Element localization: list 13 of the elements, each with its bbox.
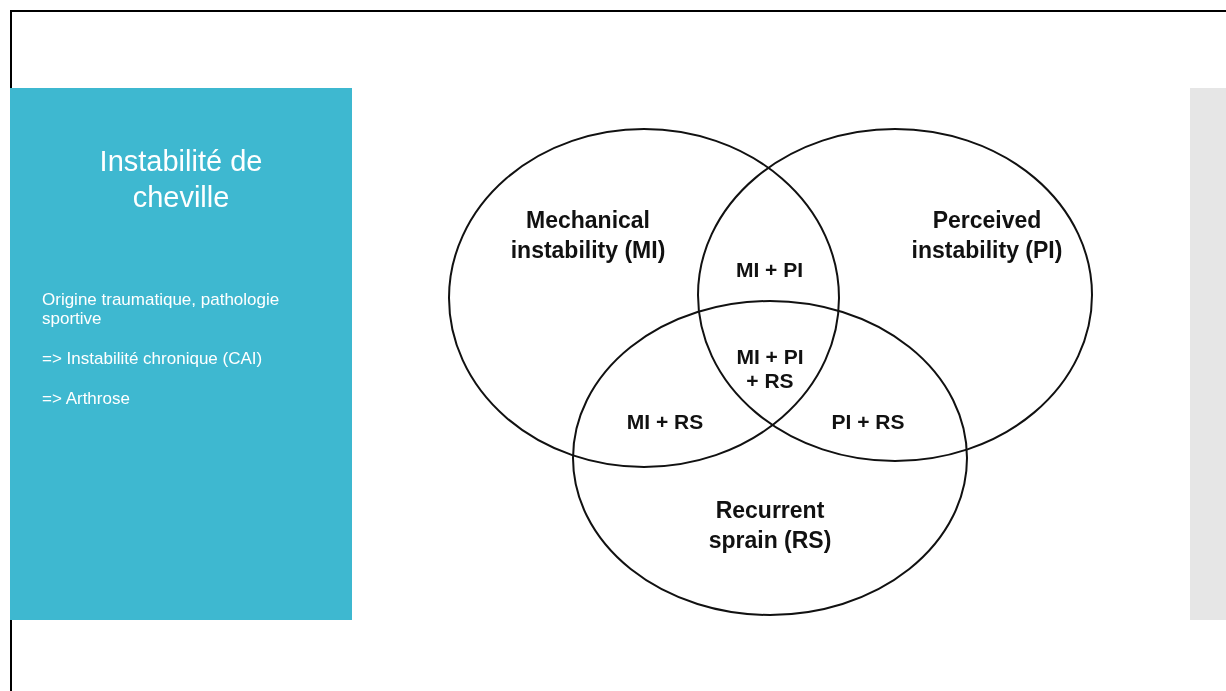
title-panel [10, 88, 352, 620]
bullet-text: => Instabilité chronique (CAI) [42, 350, 264, 369]
side-panel [1190, 88, 1226, 620]
intersection-label: MI + RS [625, 410, 705, 435]
intersection-label: MI + PI + RS [735, 345, 805, 394]
set-label: Perceived instability (PI) [910, 206, 1064, 265]
intersection-label: MI + PI [734, 258, 805, 283]
bullet-text: Origine traumatique, pathologie sportive [42, 291, 281, 329]
bullet-text: => Arthrose [42, 390, 131, 409]
set-label: Recurrent sprain (RS) [707, 496, 833, 555]
set-label: Mechanical instability (MI) [509, 206, 667, 265]
intersection-label: PI + RS [830, 410, 906, 435]
panel-title: Instabilité de cheville [98, 144, 264, 216]
